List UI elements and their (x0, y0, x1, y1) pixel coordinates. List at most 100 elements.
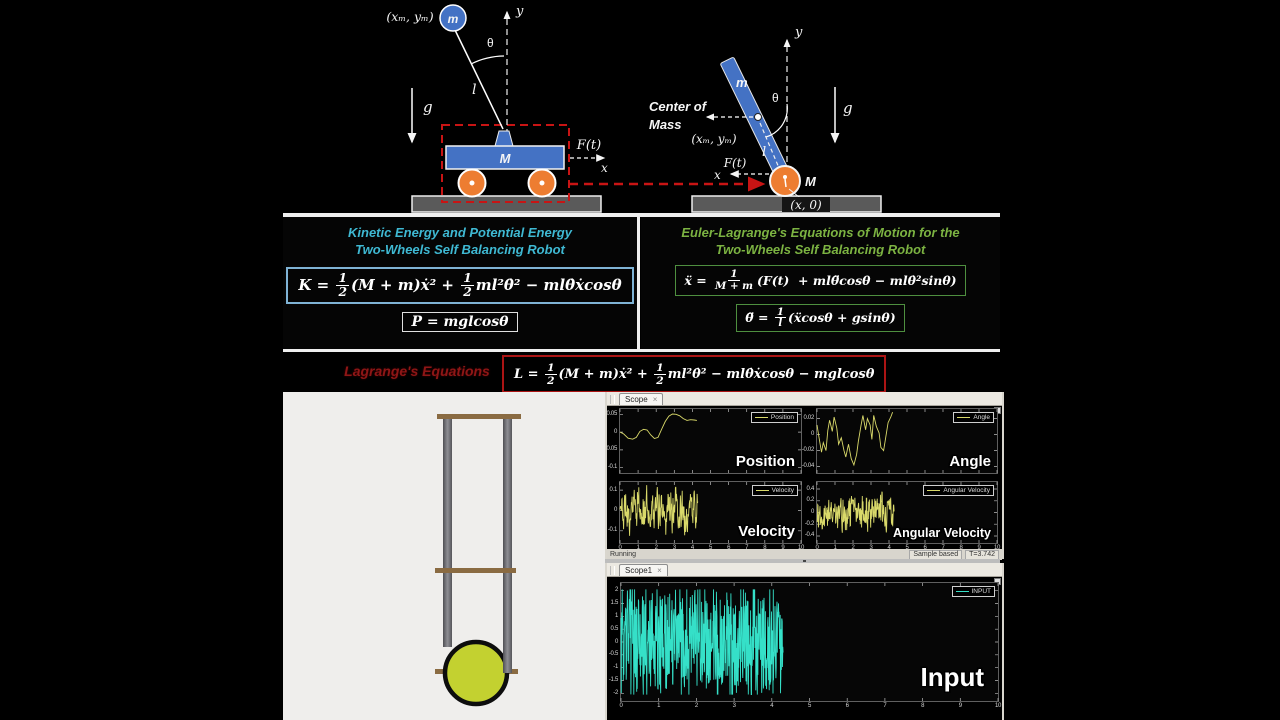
x-tick-label: 7 (745, 545, 749, 549)
wheel-rod-diagram: y m θ l Center of Mass (xₘ, yₘ) F(t) x g… (649, 25, 882, 213)
tabbar-grip[interactable] (610, 566, 615, 575)
angle-overlay-label: Angle (949, 453, 991, 470)
tab-close-icon[interactable]: × (657, 565, 662, 575)
cart-body (445, 145, 565, 170)
tab-scope[interactable]: Scope × (619, 393, 664, 405)
theta-arc-left (470, 55, 505, 65)
bob-coords-label: (xₘ, yₘ) (386, 9, 433, 24)
y-tick-label: 0 (810, 509, 814, 515)
wheel-pin (783, 175, 787, 179)
tab-scope1[interactable]: Scope1 × (619, 564, 668, 576)
legend-line-sample (755, 490, 769, 491)
euler-lagrange-panel: Euler-Lagrange's Equations of Motion for… (641, 217, 1000, 349)
separator-bottom (283, 349, 1000, 352)
render-right-rail (503, 414, 512, 673)
splitter-handle (802, 560, 806, 562)
y-tick-label: -0.04 (801, 463, 814, 470)
x-tick-label: 1 (833, 545, 837, 549)
x-tick-label: 2 (851, 545, 855, 549)
legend-label: Angular Velocity (943, 487, 990, 494)
x-tick-label: 6 (727, 545, 731, 549)
x-tick-label: 7 (941, 545, 945, 549)
legend-label: Position (770, 414, 794, 421)
bob-mass-label: m (448, 12, 459, 26)
x-tick-label: 2 (654, 545, 658, 549)
x-tick-label: 1 (657, 703, 661, 709)
x-tick-label: 4 (770, 703, 774, 709)
x-tick-label: 4 (887, 545, 891, 549)
y-tick-label: 0.02 (803, 415, 815, 422)
tabbar-grip[interactable] (610, 395, 615, 404)
euler-title-line2: Two-Wheels Self Balancing Robot (715, 242, 926, 257)
force-label-left: F(t) (576, 138, 601, 153)
com-coords-label: (xₘ, yₘ) (691, 132, 737, 146)
theta-label-right: θ (772, 91, 779, 105)
angular-velocity-legend: Angular Velocity (923, 485, 994, 496)
tab-close-icon[interactable]: × (652, 394, 658, 404)
y-tick-label: -0.1 (607, 527, 617, 534)
force-label-right: F(t) (723, 156, 747, 170)
theta-label: θ (487, 36, 494, 50)
legend-line-sample (955, 591, 969, 592)
y-tick-label: -0.4 (804, 532, 814, 539)
y-tick-label: -0.5 (608, 651, 618, 658)
x-tick-label: 0 (618, 545, 622, 549)
y-tick-label: 1.5 (610, 600, 619, 607)
tab-scope-label: Scope (625, 395, 648, 404)
legend-label: Velocity (771, 487, 794, 494)
theta-arc-right (765, 103, 788, 138)
com-caption-1: Center of (649, 99, 708, 114)
x-tick-label: 5 (905, 545, 909, 549)
robot-3d-render (283, 392, 605, 720)
x-tick-label: 3 (732, 703, 736, 709)
velocity-overlay-label: Velocity (738, 523, 795, 540)
y-axis-label: y (515, 4, 524, 19)
wheel-mass-label: M (805, 174, 817, 189)
render-wheel (442, 639, 510, 707)
y-tick-label: 0 (613, 428, 617, 435)
y-tick-label: -0.05 (607, 446, 617, 453)
window-splitter[interactable] (605, 559, 1000, 563)
cart-pendulum-diagram: y θ l m (xₘ, yₘ) g M F(t) x (386, 4, 766, 213)
legend-line-sample (754, 417, 768, 418)
render-middle-crossbar (435, 568, 516, 573)
x-tick-label: 5 (807, 703, 812, 709)
rod-length-label-right: l (762, 145, 766, 160)
y-tick-label: -0.02 (801, 447, 814, 454)
rod-mass-label: m (736, 75, 748, 90)
y-tick-label: -1 (613, 664, 618, 671)
status-running: Running (610, 551, 637, 558)
scope-plot-area: Position Position 0.050-0.05-0.1 Angle A… (607, 406, 1002, 549)
x-tick-label: 3 (869, 545, 873, 549)
y-tick-label: 1 (614, 612, 618, 619)
y-tick-label: -1.5 (608, 676, 618, 683)
render-left-rail (443, 414, 452, 647)
y-tick-label: 0.4 (806, 485, 815, 492)
potential-energy-equation: P = mglcosθ (402, 311, 518, 332)
gravity-label-right: g (843, 99, 853, 117)
cart-mass-label: M (500, 151, 512, 166)
pendulum-bob (439, 4, 467, 32)
x-axis-label-right: x (714, 168, 721, 182)
x-tick-label: 4 (690, 545, 694, 549)
y-tick-label: -0.1 (607, 464, 617, 471)
position-legend: Position (750, 412, 798, 423)
lagrangian-caption: Lagrange's Equations (344, 363, 490, 379)
x-tick-label: 8 (959, 545, 963, 549)
x-tick-label: 9 (958, 703, 962, 709)
status-sim-time: T=3.742 (965, 549, 999, 560)
x-tick-label: 7 (883, 703, 887, 709)
y-tick-label: 0.2 (806, 497, 815, 504)
x-tick-label: 1 (636, 545, 640, 549)
x-tick-label: 0 (619, 703, 623, 709)
legend-label: INPUT (971, 588, 992, 595)
